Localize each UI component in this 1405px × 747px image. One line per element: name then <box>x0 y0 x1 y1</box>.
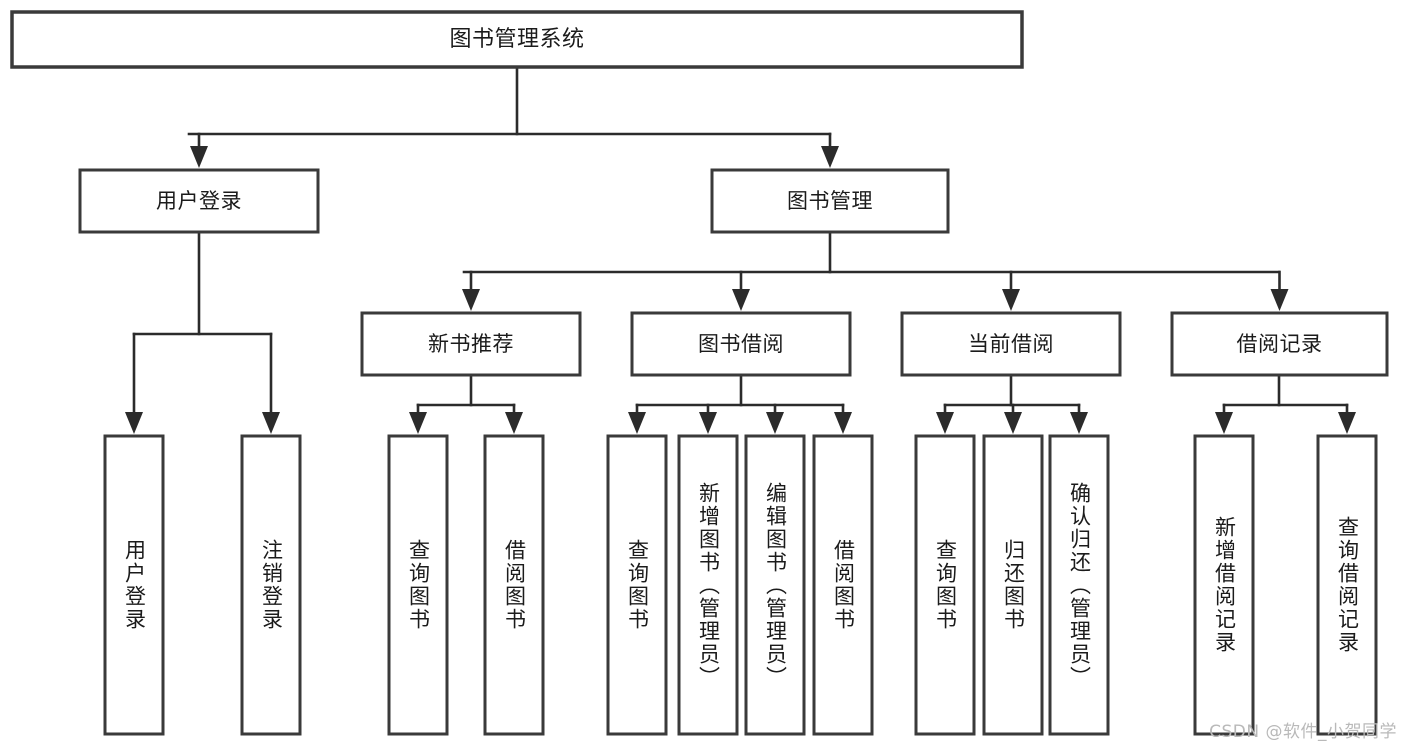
arrow-head-icon-leaf-query-book-1 <box>409 412 427 434</box>
node-box-borrow-record[interactable] <box>1170 311 1389 377</box>
arrow-head-icon-new-book-recommend <box>462 289 480 311</box>
arrow-head-icon-current-borrow <box>1002 289 1020 311</box>
node-box-leaf-return-book[interactable] <box>982 434 1044 736</box>
node-box-leaf-edit-book[interactable] <box>744 434 806 736</box>
node-box-leaf-add-book[interactable] <box>677 434 739 736</box>
node-box-user-login[interactable] <box>78 168 320 234</box>
node-box-leaf-confirm-return[interactable] <box>1048 434 1110 736</box>
arrow-head-icon-leaf-query-book-2 <box>628 412 646 434</box>
node-box-new-book-recommend[interactable] <box>360 311 582 377</box>
arrow-head-icon-user-login <box>190 146 208 168</box>
arrow-head-icon-leaf-borrow-book-2 <box>834 412 852 434</box>
arrow-head-icon-leaf-query-book-3 <box>936 412 954 434</box>
node-box-leaf-add-record[interactable] <box>1193 434 1255 736</box>
arrow-head-icon-leaf-query-record <box>1338 412 1356 434</box>
arrow-head-icon-leaf-user-login <box>125 412 143 434</box>
node-box-leaf-borrow-book-1[interactable] <box>483 434 545 736</box>
node-box-leaf-borrow-book-2[interactable] <box>812 434 874 736</box>
node-box-current-borrow[interactable] <box>900 311 1122 377</box>
node-box-book-manage[interactable] <box>710 168 950 234</box>
arrow-head-icon-leaf-edit-book <box>766 412 784 434</box>
node-box-book-borrow[interactable] <box>630 311 852 377</box>
node-box-leaf-user-logout[interactable] <box>240 434 302 736</box>
watermark: CSDN @软件_小贺同学 <box>1209 722 1397 742</box>
node-box-leaf-query-record[interactable] <box>1316 434 1378 736</box>
arrow-head-icon-book-borrow <box>732 289 750 311</box>
arrow-head-icon-leaf-confirm-return <box>1070 412 1088 434</box>
arrow-head-icon-leaf-borrow-book-1 <box>505 412 523 434</box>
arrow-head-icon-borrow-record <box>1270 289 1289 311</box>
node-box-root[interactable] <box>10 10 1024 69</box>
arrow-head-icon-leaf-add-book <box>699 412 717 434</box>
arrow-head-icon-book-manage <box>821 146 839 168</box>
node-box-leaf-user-login[interactable] <box>103 434 165 736</box>
node-box-leaf-query-book-3[interactable] <box>914 434 976 736</box>
node-box-leaf-query-book-1[interactable] <box>387 434 449 736</box>
arrow-head-icon-leaf-return-book <box>1004 412 1022 434</box>
arrow-head-icon-leaf-add-record <box>1215 412 1233 434</box>
node-box-leaf-query-book-2[interactable] <box>606 434 668 736</box>
arrow-head-icon-leaf-user-logout <box>262 412 280 434</box>
